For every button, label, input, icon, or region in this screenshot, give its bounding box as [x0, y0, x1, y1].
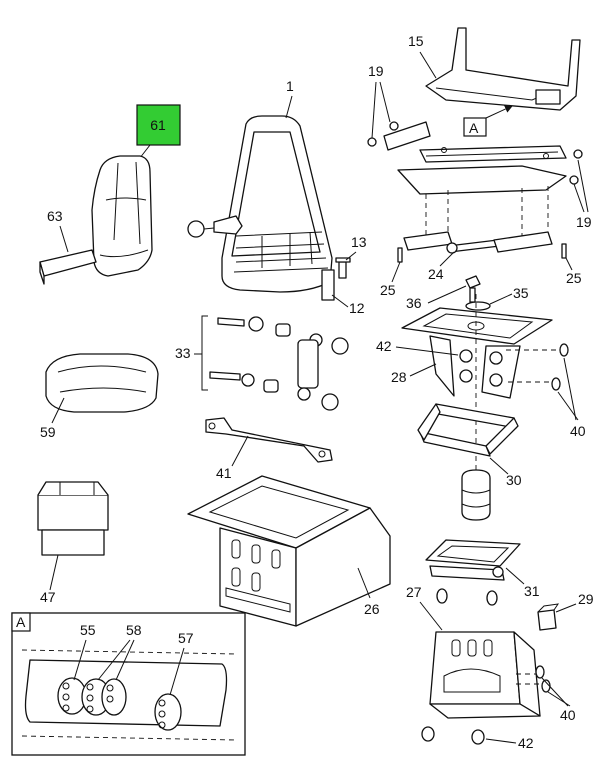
seat-cushion: [45, 353, 159, 413]
callout-26: 26: [364, 601, 380, 617]
indicator-light-55: [57, 677, 87, 715]
callout-28: 28: [391, 369, 407, 385]
washer-19d: [573, 149, 583, 159]
callout-29: 29: [578, 591, 594, 607]
scissor-link-30: [417, 403, 519, 457]
slide-lever-24: [403, 231, 553, 254]
callout-19-left: 19: [368, 63, 384, 79]
callout-25-right: 25: [566, 270, 582, 286]
callout-58: 58: [126, 622, 142, 638]
callout-19-right: 19: [576, 214, 592, 230]
bolt-25b: [561, 243, 567, 259]
callout-30: 30: [506, 472, 522, 488]
bushing-40a: [559, 343, 569, 357]
bolt-25a: [397, 247, 403, 263]
callout-24: 24: [428, 266, 444, 282]
shock-absorber-kit: [201, 315, 349, 411]
view-tag-box: [463, 117, 487, 137]
seat-back-frame: [187, 115, 333, 293]
callout-13: 13: [351, 234, 367, 250]
seat-back-cushion: [91, 155, 153, 277]
clip-29: [537, 603, 560, 631]
callout-42-lower: 42: [518, 735, 534, 751]
callout-57: 57: [178, 630, 194, 646]
callout-40-lower: 40: [560, 707, 576, 723]
callout-25-left: 25: [380, 282, 396, 298]
callout-63: 63: [47, 208, 63, 224]
bracket-12: [321, 269, 335, 301]
callout-15: 15: [408, 33, 424, 49]
callout-47: 47: [40, 589, 56, 605]
callout-55: 55: [80, 622, 96, 638]
callout-40-upper: 40: [570, 423, 586, 439]
callout-12: 12: [349, 300, 365, 316]
bolt-13: [335, 257, 351, 279]
callout-27: 27: [406, 584, 422, 600]
callout-41: 41: [216, 465, 232, 481]
view-tag-main: A: [469, 120, 479, 136]
scissor-link-31: [425, 539, 521, 581]
bushing-42b: [471, 729, 485, 745]
air-spring: [461, 469, 491, 521]
mounting-bracket-41: [205, 417, 333, 463]
seat-frame-15: [425, 27, 581, 111]
inset-view-a: A 55 58 57: [11, 612, 246, 756]
callout-33: 33: [175, 345, 191, 361]
callout-42-upper: 42: [376, 338, 392, 354]
seat-slide-rails: [383, 121, 567, 195]
washer-19c: [569, 175, 579, 185]
armrest: [39, 249, 97, 285]
callout-59: 59: [40, 424, 56, 440]
bushing-40b: [551, 377, 561, 391]
indicator-light-57: [154, 693, 182, 731]
washer-19b: [389, 121, 399, 131]
base-housing-27: [429, 588, 541, 719]
callout-61-highlight[interactable]: [136, 104, 181, 146]
callout-35: 35: [513, 285, 529, 301]
callout-31: 31: [524, 583, 540, 599]
washer-35: [465, 301, 491, 311]
washer-19a: [367, 137, 377, 147]
suspension-plate-28: [401, 307, 553, 399]
callout-36: 36: [406, 295, 422, 311]
callout-1: 1: [286, 78, 294, 94]
inset-view-tag: A: [16, 614, 26, 630]
cover-box: [37, 481, 109, 556]
bushing-40c: [535, 665, 545, 679]
bushing-42a: [421, 726, 435, 742]
indicator-light-58b: [101, 678, 127, 716]
base-riser-26: [187, 475, 391, 627]
callout-61: 61: [150, 117, 166, 133]
fitting-36: [465, 275, 481, 303]
